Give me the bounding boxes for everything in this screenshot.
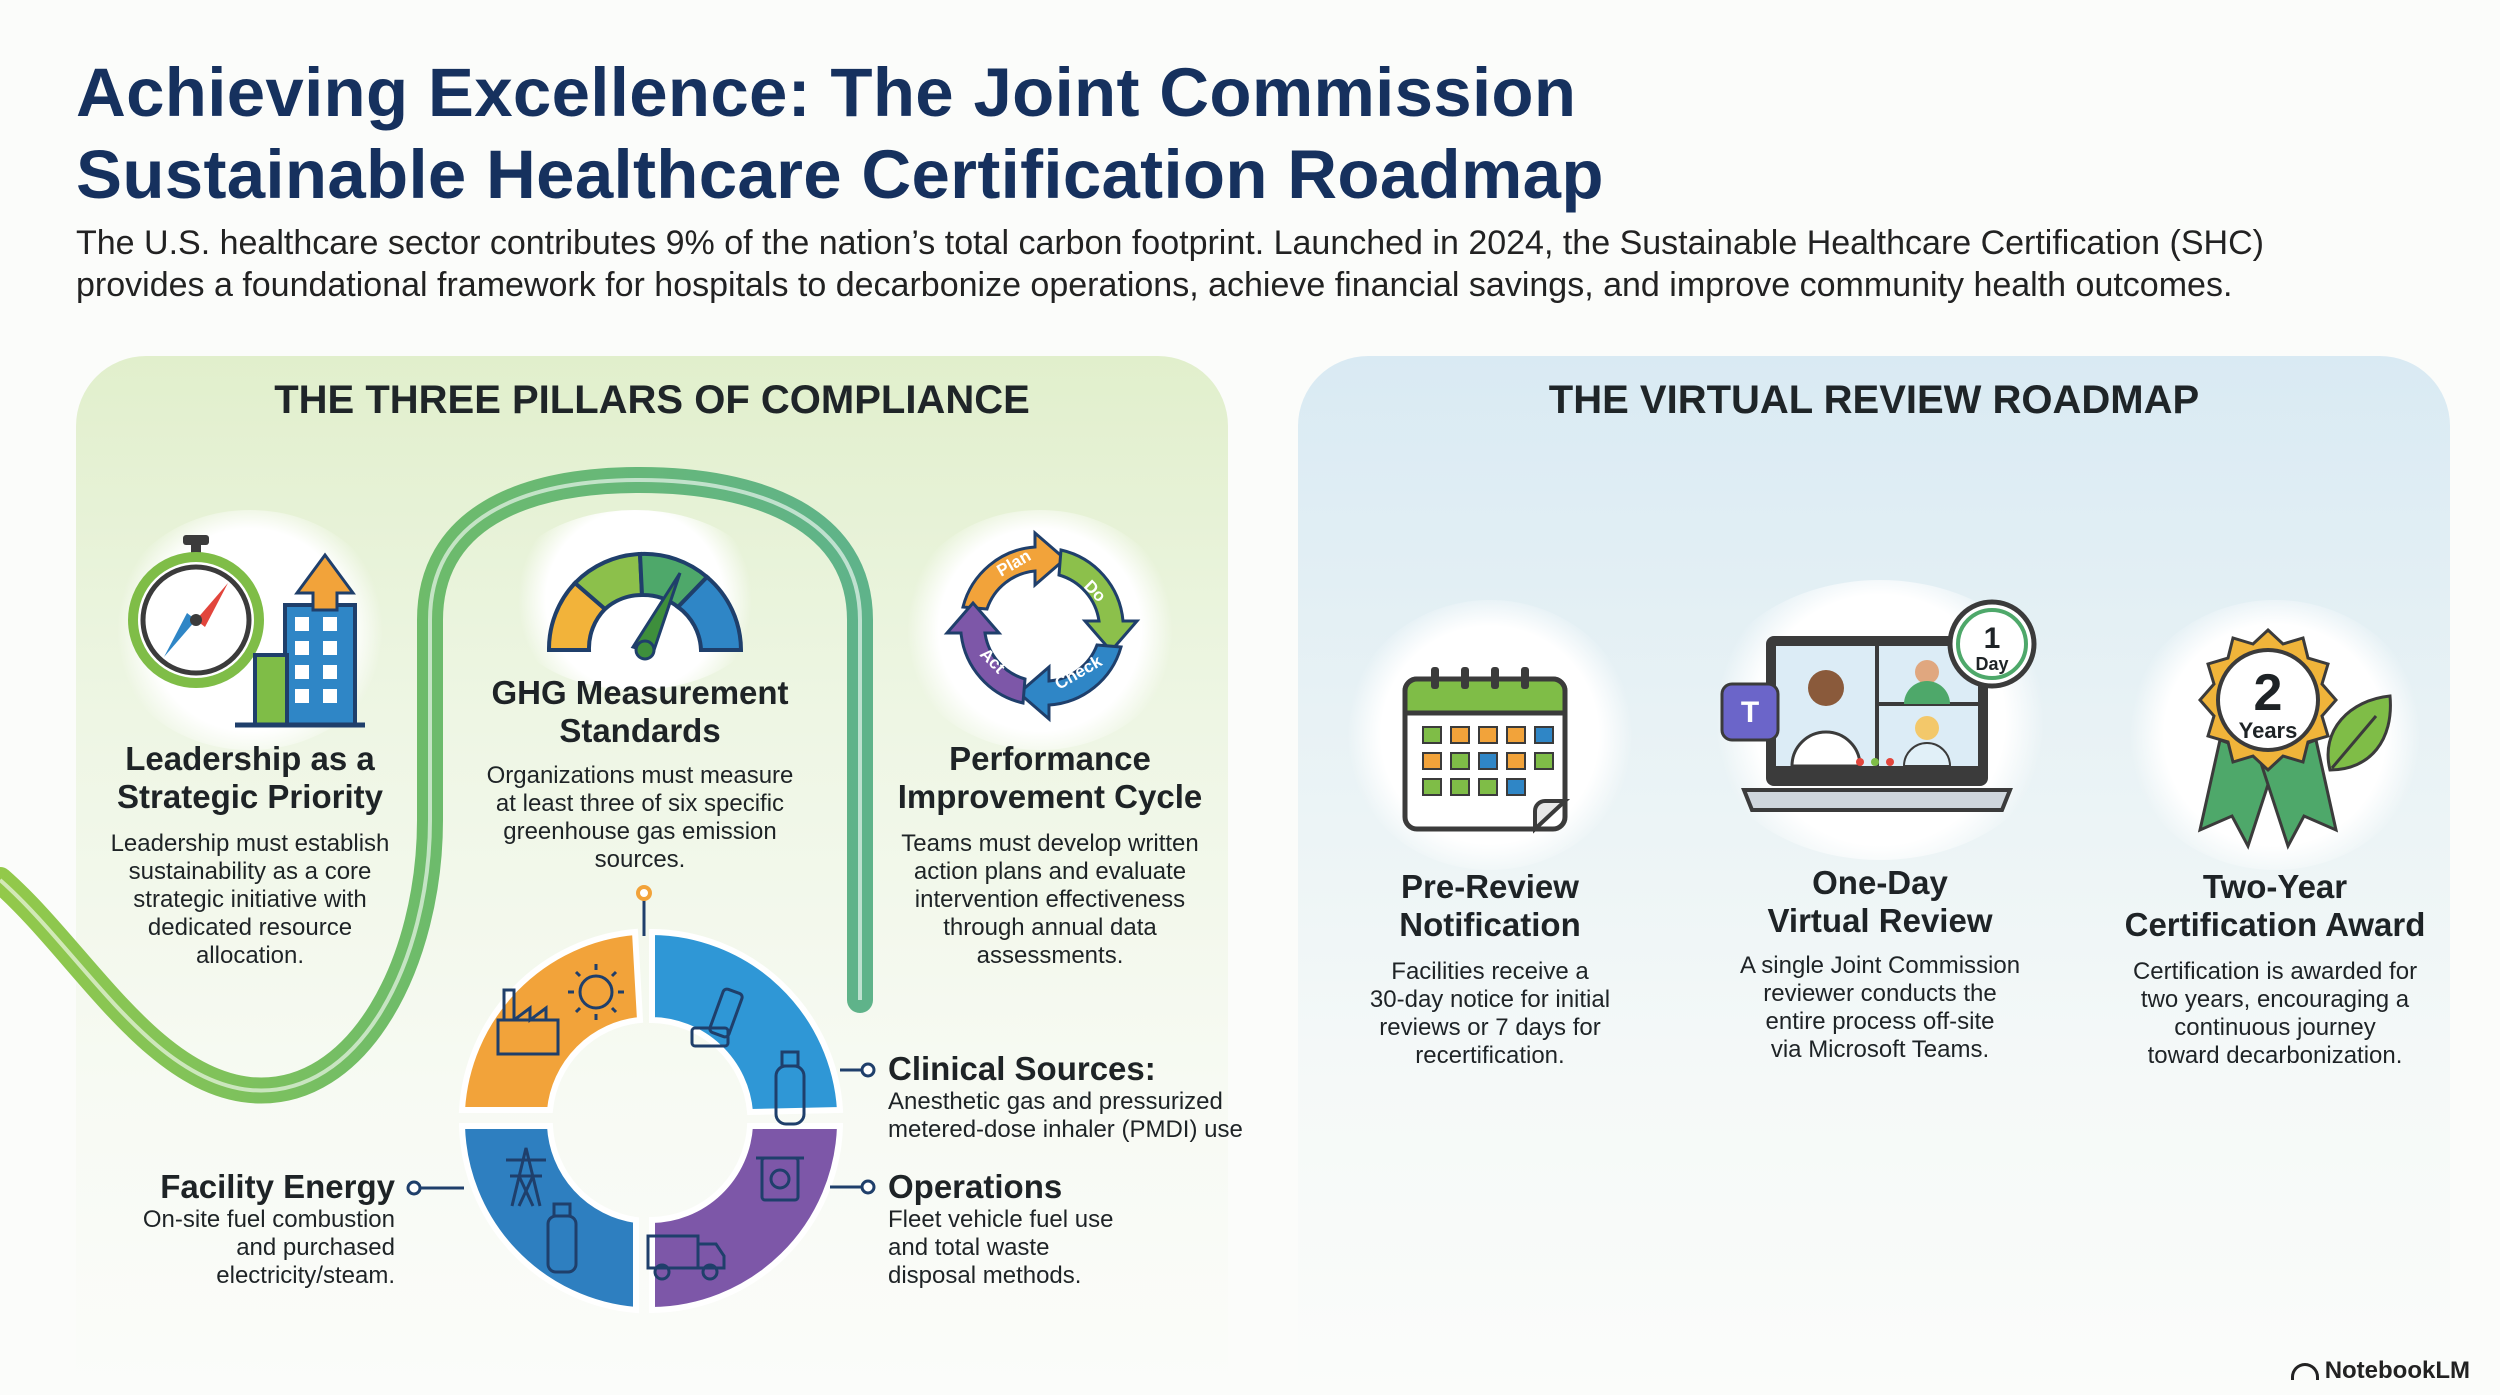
clinical-sources-description: Anesthetic gas and pressurized metered-d…	[888, 1088, 1243, 1143]
performance-description: Teams must develop written action plans …	[901, 830, 1199, 969]
page-subtitle: The U.S. healthcare sector contributes 9…	[76, 224, 2264, 304]
emission-sources-donut	[458, 885, 876, 1314]
ghg-description: Organizations must measure at least thre…	[486, 762, 794, 873]
operations-description: Fleet vehicle fuel use and total waste d…	[888, 1206, 1114, 1289]
compass-building-icon	[128, 535, 365, 728]
inhaler-icon	[690, 987, 744, 1048]
roadmap-section-title: THE VIRTUAL REVIEW ROADMAP	[1548, 378, 2200, 422]
performance-heading: Performance Improvement Cycle	[897, 740, 1203, 815]
clinical-sources-block: Clinical Sources: Anesthetic gas and pre…	[888, 1050, 1308, 1144]
two-years-badge-number: 2	[2254, 664, 2283, 722]
factory-icon	[496, 988, 560, 1056]
clinical-sources-heading: Clinical Sources:	[888, 1050, 1156, 1087]
notebooklm-logo-icon	[2290, 1363, 2319, 1381]
leadership-heading: Leadership as a Strategic Priority	[117, 740, 383, 815]
ghg-heading: GHG Measurement Standards	[491, 674, 789, 749]
facility-connector	[406, 1180, 464, 1196]
power-tower-icon	[506, 1147, 546, 1207]
recycle-bin-icon	[756, 1156, 804, 1202]
virtual-review-description: A single Joint Commission reviewer condu…	[1739, 952, 2021, 1063]
gas-cylinder-icon	[774, 1050, 806, 1126]
pdca-cycle-icon: Plan Do Check Act	[943, 529, 1141, 723]
facility-energy-block: Facility Energy On-site fuel combustion …	[80, 1168, 395, 1290]
svg-text:T: T	[1741, 696, 1759, 729]
one-day-badge-number: 1	[1984, 622, 2001, 655]
operations-block: Operations Fleet vehicle fuel use and to…	[888, 1168, 1308, 1290]
calendar-icon	[1402, 667, 1571, 834]
facility-energy-description: On-site fuel combustion and purchased el…	[142, 1206, 395, 1289]
notebooklm-watermark: NotebookLM	[2290, 1357, 2470, 1385]
one-day-badge-unit: Day	[1975, 654, 2008, 674]
gauge-meter-icon	[546, 551, 744, 661]
pillars-section-title: THE THREE PILLARS OF COMPLIANCE	[274, 378, 1030, 422]
pre-review-heading: Pre-Review Notification	[1399, 868, 1581, 943]
leadership-description: Leadership must establish sustainability…	[110, 830, 390, 969]
pre-review-description: Facilities receive a 30-day notice for i…	[1369, 958, 1611, 1069]
award-description: Certification is awarded for two years, …	[2132, 958, 2418, 1069]
sun-icon	[568, 964, 624, 1020]
operations-heading: Operations	[888, 1168, 1063, 1205]
award-ribbon-icon: 2 Years	[2197, 627, 2392, 850]
truck-icon	[646, 1234, 726, 1281]
virtual-review-heading: One-Day Virtual Review	[1767, 864, 1993, 939]
page-title: Achieving Excellence: The Joint Commissi…	[76, 54, 1604, 213]
roadmap-panel	[1298, 356, 2450, 1395]
facility-energy-heading: Facility Energy	[160, 1168, 395, 1205]
fuel-bottle-icon	[546, 1202, 578, 1274]
laptop-video-call-icon: T 1 Day	[1720, 599, 2037, 812]
award-heading: Two-Year Certification Award	[2124, 868, 2426, 943]
two-years-badge-unit: Years	[2239, 718, 2298, 743]
